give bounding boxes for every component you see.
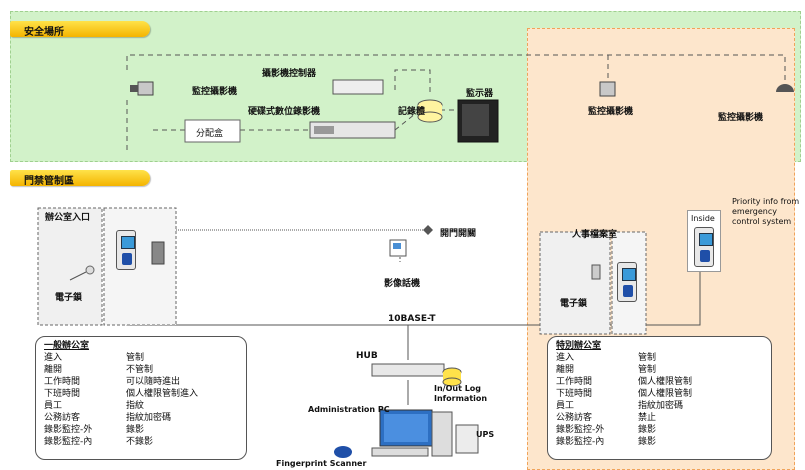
table-row: 工作時間 個人權限管制 (556, 376, 763, 388)
table-row: 錄影監控-外 錄影 (44, 424, 238, 436)
video-server-label: 攝影機控制器 (262, 69, 317, 79)
table-row: 進入 管制 (44, 352, 238, 364)
row-key: 公務訪客 (44, 413, 81, 423)
row-key: 工作時間 (556, 377, 593, 387)
table-row: 公務訪客 指紋加密碼 (44, 412, 238, 424)
row-value: 禁止 (638, 413, 657, 423)
table-row: 下班時間 個人權限管制進入 (44, 388, 238, 400)
row-key: 錄影監控-外 (44, 425, 93, 435)
hub-label: HUB (356, 351, 378, 361)
row-value: 錄影 (638, 437, 657, 447)
row-key: 錄影監控-內 (44, 437, 93, 447)
row-value: 指紋加密碼 (638, 401, 684, 411)
table-row: 錄影監控-內 不錄影 (44, 436, 238, 448)
storage-label: 記錄體 (398, 107, 426, 117)
entrance-lock-label: 電子鎖 (55, 293, 83, 303)
row-key: 離開 (556, 365, 575, 375)
row-value: 指紋 (126, 401, 145, 411)
ups-label: UPS (476, 430, 495, 439)
table-row: 公務訪客 禁止 (556, 412, 763, 424)
camera-right1-label: 監控攝影機 (588, 107, 634, 117)
row-value: 可以隨時進出 (126, 377, 181, 387)
row-value: 管制 (126, 353, 145, 363)
row-key: 公務訪客 (556, 413, 593, 423)
inside-reader-panel: Inside (687, 210, 721, 272)
special-office-table: 特別辦公室 進入管制離開管制工作時間個人權限管制下班時間個人權限管制員工指紋加密… (547, 336, 772, 460)
row-key: 員工 (44, 401, 63, 411)
fingerprint-scanner-label: Fingerprint Scanner (276, 459, 367, 468)
row-key: 員工 (556, 401, 575, 411)
inside-label: Inside (691, 214, 715, 223)
row-key: 錄影監控-外 (556, 425, 605, 435)
general-office-title: 一般辦公室 (44, 341, 90, 351)
row-key: 下班時間 (556, 389, 593, 399)
camera-left-label: 監控攝影機 (192, 87, 238, 97)
row-key: 進入 (556, 353, 575, 363)
row-key: 工作時間 (44, 377, 81, 387)
door-release-label: 開門開關 (440, 229, 477, 239)
fingerprint-reader-entrance (116, 230, 136, 270)
office-entrance-title: 辦公室入口 (45, 213, 91, 223)
row-value: 指紋加密碼 (126, 413, 172, 423)
dvr-label: 硬碟式數位錄影機 (248, 107, 321, 117)
lan-label: 10BASE-T (388, 314, 436, 324)
row-value: 個人權限管制 (638, 389, 693, 399)
table-row: 離開 管制 (556, 364, 763, 376)
row-value: 管制 (638, 353, 657, 363)
table-row: 員工 指紋 (44, 400, 238, 412)
log-info-label: In/Out Log Information (434, 384, 488, 403)
row-value: 錄影 (126, 425, 145, 435)
admin-pc-label: Administration PC (308, 405, 390, 414)
row-value: 錄影 (638, 425, 657, 435)
table-row: 工作時間 可以隨時進出 (44, 376, 238, 388)
row-value: 個人權限管制 (638, 377, 693, 387)
splitter-label: 分配盒 (196, 129, 224, 139)
access-control-area-tab: 門禁管制區 (10, 170, 150, 187)
row-key: 離開 (44, 365, 63, 375)
general-office-table: 一般辦公室 進入管制離開不管制工作時間可以隨時進出下班時間個人權限管制進入員工指… (35, 336, 247, 460)
general-office-rows: 進入 管制離開 不管制工作時間 可以隨時進出下班時間 個人權限管制進入員工 指紋公務訪客 指… (44, 352, 238, 448)
special-office-table-title: 特別辦公室 (556, 341, 602, 351)
row-value: 不錄影 (126, 437, 154, 447)
special-lock-label: 電子鎖 (560, 299, 588, 309)
table-row: 員工 指紋加密碼 (556, 400, 763, 412)
fingerprint-reader-special-outside (617, 262, 637, 302)
special-office-title: 人事檔案室 (572, 230, 618, 240)
table-row: 錄影監控-內 錄影 (556, 436, 763, 448)
special-office-rows: 進入管制離開管制工作時間個人權限管制下班時間個人權限管制員工指紋加密碼公務訪客禁… (556, 352, 763, 448)
priority-note: Priority info from emergency control sys… (732, 197, 800, 226)
row-key: 下班時間 (44, 389, 81, 399)
row-value: 管制 (638, 365, 657, 375)
row-key: 錄影監控-內 (556, 437, 605, 447)
row-value: 不管制 (126, 365, 154, 375)
row-value: 個人權限管制進入 (126, 389, 199, 399)
table-row: 錄影監控-外 錄影 (556, 424, 763, 436)
monitor-label: 監示器 (466, 89, 494, 99)
table-row: 下班時間 個人權限管制 (556, 388, 763, 400)
row-key: 進入 (44, 353, 63, 363)
fingerprint-reader-special-inside (694, 227, 714, 267)
secure-area-tab: 安全場所 (10, 21, 150, 38)
table-row: 進入 管制 (556, 352, 763, 364)
camera-right2-label: 監控攝影機 (718, 113, 764, 123)
intercom-label: 影像話機 (384, 279, 421, 289)
table-row: 離開 不管制 (44, 364, 238, 376)
